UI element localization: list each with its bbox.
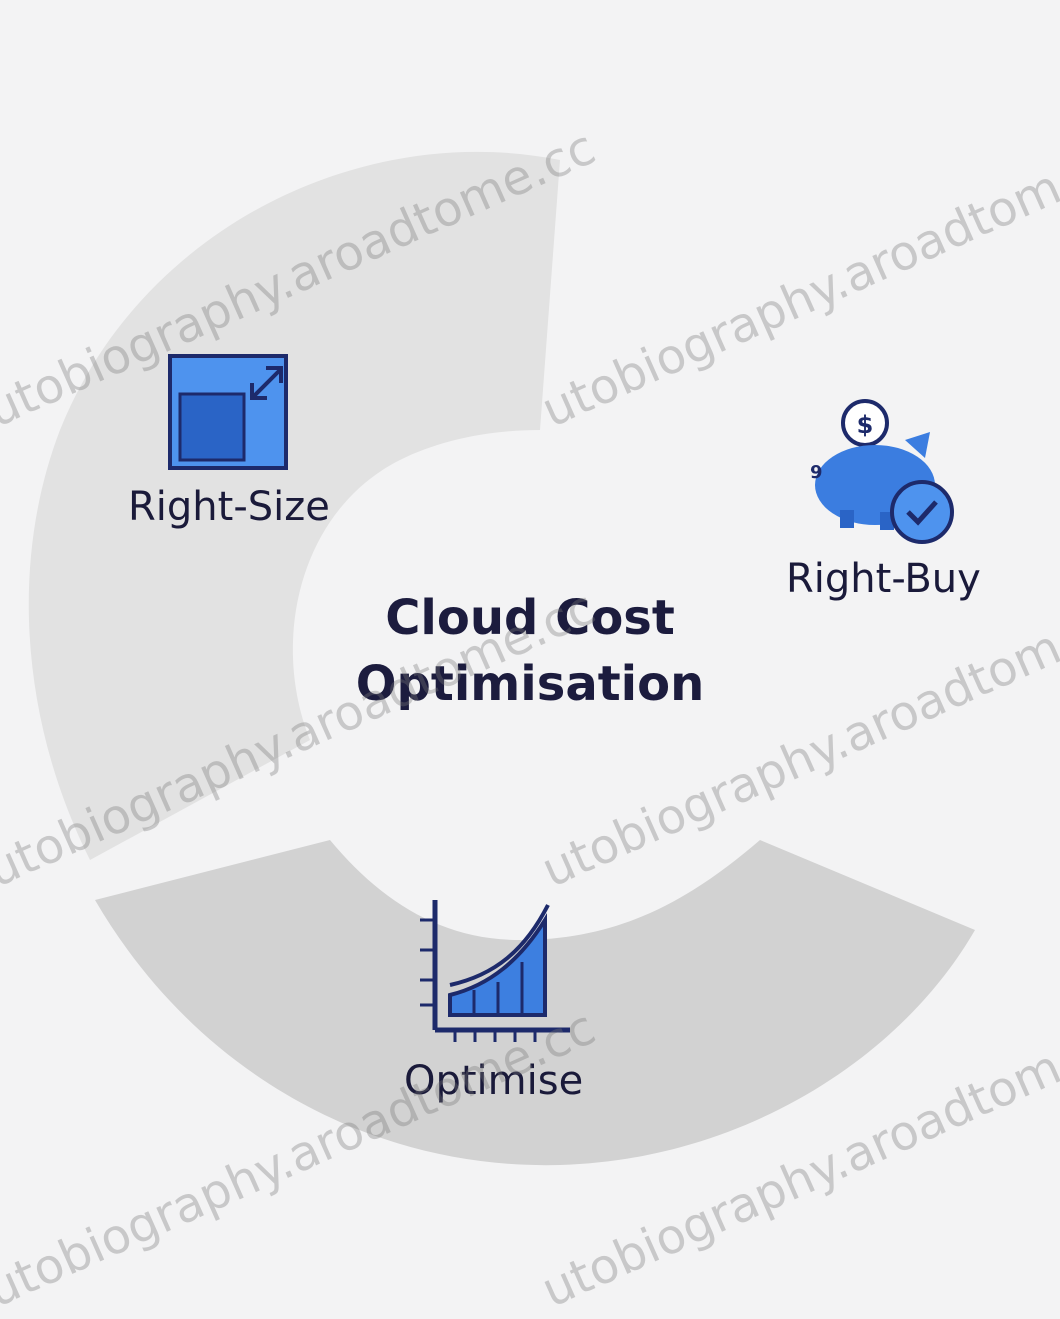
cycle-diagram: $ 9 — [28, 151, 975, 1166]
svg-text:9: 9 — [810, 462, 823, 483]
center-title-line-2: Optimisation — [355, 656, 705, 712]
svg-text:$: $ — [857, 411, 874, 439]
piggy-bank-icon: $ 9 — [810, 399, 954, 544]
segment-label-right-buy: Right-Buy — [786, 556, 981, 602]
segment-label-right-size: Right-Size — [128, 484, 330, 530]
growth-chart-icon — [420, 900, 570, 1042]
resize-icon — [168, 354, 288, 470]
center-title-line-1: Cloud Cost — [385, 590, 675, 646]
ring-segment-right-size — [28, 151, 560, 861]
segment-label-optimise: Optimise — [404, 1058, 584, 1104]
center-title: Cloud Cost Optimisation — [330, 585, 730, 717]
